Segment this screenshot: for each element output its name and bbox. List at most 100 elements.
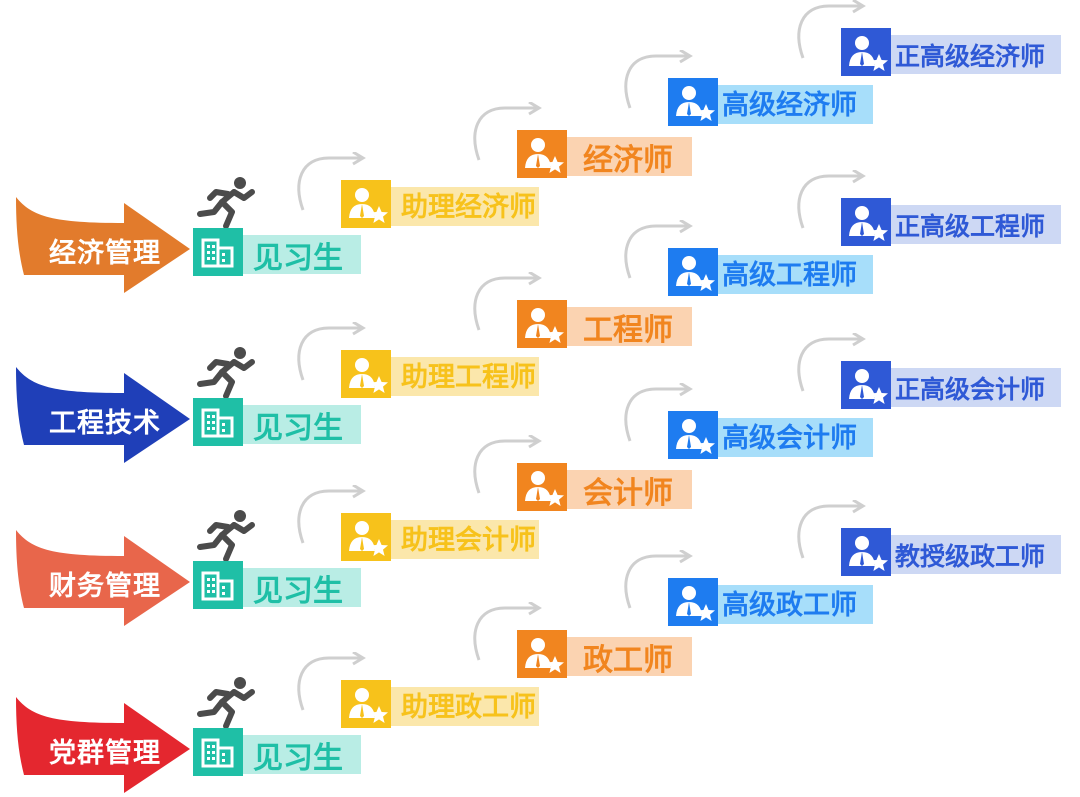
level-bar xyxy=(243,405,361,444)
level-bar xyxy=(391,357,539,396)
career-track: 财务管理 xyxy=(0,331,1080,626)
category-arrow: 经济管理 xyxy=(14,197,192,295)
level-label: 正高级工程师 xyxy=(895,212,1046,241)
category-arrow-shape xyxy=(16,697,190,793)
category-arrow-shape xyxy=(16,530,190,626)
level-bar xyxy=(391,187,539,226)
level-node-trainee: 见习生 xyxy=(193,228,361,276)
person-star-icon xyxy=(341,180,391,228)
promotion-arrow xyxy=(618,381,698,443)
career-track: 党群管理 xyxy=(0,498,1080,793)
building-icon xyxy=(193,728,243,776)
promotion-arrow xyxy=(618,48,698,110)
level-node-senior: 高级会计师 xyxy=(668,411,873,459)
level-label: 助理会计师 xyxy=(401,525,536,556)
category-arrow: 财务管理 xyxy=(14,530,192,628)
level-label: 高级政工师 xyxy=(722,590,857,621)
person-star-icon xyxy=(341,350,391,398)
level-bar xyxy=(243,735,361,774)
category-arrow: 工程技术 xyxy=(14,367,192,465)
runner-icon xyxy=(194,507,256,563)
promotion-arrow xyxy=(467,270,547,332)
level-bar xyxy=(567,307,692,346)
promotion-arrow xyxy=(618,548,698,610)
level-label: 助理工程师 xyxy=(401,362,536,393)
promotion-arrow xyxy=(791,0,871,60)
level-label: 教授级政工师 xyxy=(895,542,1046,571)
level-bar xyxy=(718,585,873,624)
level-bar xyxy=(891,205,1061,244)
person-star-icon xyxy=(841,28,891,76)
level-label: 高级会计师 xyxy=(722,423,857,454)
building-icon xyxy=(193,228,243,276)
level-label: 工程师 xyxy=(583,313,673,348)
promotion-arrow xyxy=(291,483,371,545)
level-bar xyxy=(391,520,539,559)
level-bar xyxy=(718,85,873,124)
level-label: 正高级经济师 xyxy=(895,42,1046,71)
category-label: 党群管理 xyxy=(49,738,161,769)
promotion-arrow xyxy=(291,650,371,712)
level-bar xyxy=(243,568,361,607)
promotion-arrow xyxy=(791,331,871,393)
category-label: 经济管理 xyxy=(49,238,161,269)
promotion-arrow xyxy=(467,433,547,495)
level-label: 政工师 xyxy=(583,643,673,678)
promotion-arrow xyxy=(791,168,871,230)
person-star-icon xyxy=(668,248,718,296)
level-bar xyxy=(243,235,361,274)
person-star-icon xyxy=(841,361,891,409)
level-label: 高级工程师 xyxy=(722,260,857,291)
level-node-top: 正高级经济师 xyxy=(841,28,1061,76)
person-star-icon xyxy=(668,578,718,626)
level-label: 正高级会计师 xyxy=(895,375,1046,404)
category-arrow: 党群管理 xyxy=(14,697,192,795)
level-label: 助理经济师 xyxy=(401,192,536,223)
level-node-senior: 高级经济师 xyxy=(668,78,873,126)
level-node-top: 教授级政工师 xyxy=(841,528,1061,576)
level-node-trainee: 见习生 xyxy=(193,561,361,609)
level-label: 见习生 xyxy=(253,741,343,776)
career-track: 经济管理 xyxy=(0,0,1080,293)
level-bar xyxy=(891,35,1061,74)
promotion-arrow xyxy=(467,100,547,162)
building-icon xyxy=(193,561,243,609)
person-star-icon xyxy=(668,78,718,126)
level-bar xyxy=(891,368,1061,407)
level-label: 高级经济师 xyxy=(722,90,857,121)
level-node-assistant: 助理经济师 xyxy=(341,180,539,228)
level-node-mid: 经济师 xyxy=(517,130,692,178)
person-star-icon xyxy=(517,463,567,511)
level-node-mid: 会计师 xyxy=(517,463,692,511)
promotion-arrow xyxy=(618,218,698,280)
category-label: 工程技术 xyxy=(49,408,161,439)
level-label: 见习生 xyxy=(253,241,343,276)
promotion-arrow xyxy=(291,150,371,212)
person-star-icon xyxy=(341,680,391,728)
level-node-mid: 政工师 xyxy=(517,630,692,678)
level-node-top: 正高级会计师 xyxy=(841,361,1061,409)
building-icon xyxy=(193,398,243,446)
person-star-icon xyxy=(668,411,718,459)
level-bar xyxy=(718,418,873,457)
level-label: 见习生 xyxy=(253,574,343,609)
level-node-top: 正高级工程师 xyxy=(841,198,1061,246)
level-node-trainee: 见习生 xyxy=(193,728,361,776)
person-star-icon xyxy=(841,528,891,576)
level-bar xyxy=(567,137,692,176)
level-bar xyxy=(718,255,873,294)
category-arrow-shape xyxy=(16,197,190,293)
runner-icon xyxy=(194,674,256,730)
level-node-mid: 工程师 xyxy=(517,300,692,348)
career-track: 工程技术 xyxy=(0,168,1080,463)
promotion-arrow xyxy=(791,498,871,560)
level-node-assistant: 助理工程师 xyxy=(341,350,539,398)
level-label: 助理政工师 xyxy=(401,692,536,723)
level-node-trainee: 见习生 xyxy=(193,398,361,446)
level-node-assistant: 助理政工师 xyxy=(341,680,539,728)
category-arrow-shape xyxy=(16,367,190,463)
level-label: 见习生 xyxy=(253,411,343,446)
person-star-icon xyxy=(841,198,891,246)
level-node-senior: 高级工程师 xyxy=(668,248,873,296)
